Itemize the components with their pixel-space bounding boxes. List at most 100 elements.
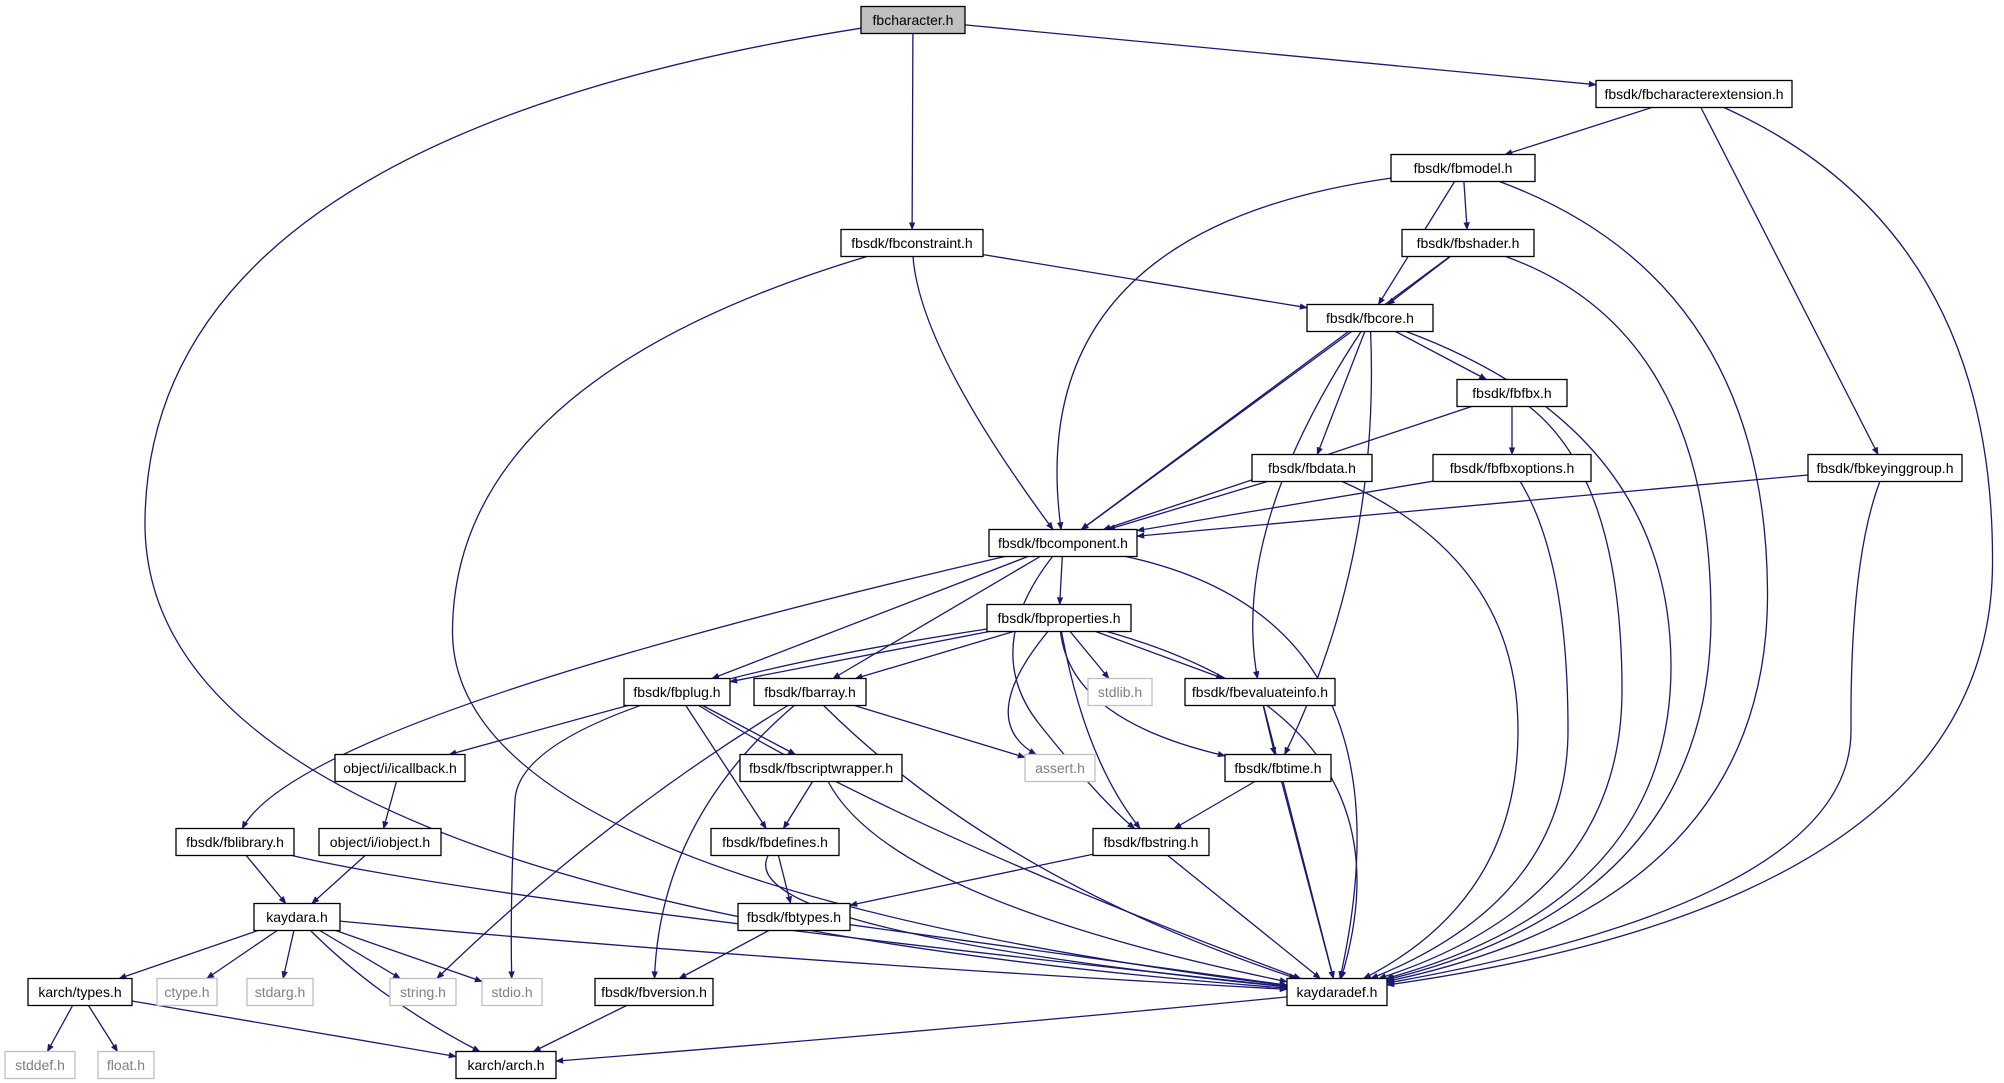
edge-fbarray-to-string — [436, 704, 789, 980]
edge-fbdata-to-kaydaradef — [1341, 480, 1519, 980]
edge-karchtypes-to-stddef — [46, 1005, 74, 1053]
edge-fbscriptwrapper-to-kaydaradef — [827, 781, 1288, 984]
node-fbdata[interactable]: fbsdk/fbdata.h — [1251, 453, 1373, 483]
edge-fblibrary-to-kaydara — [245, 855, 287, 905]
node-box — [1401, 228, 1535, 258]
edge-fbcharacter-to-fbcharext — [964, 24, 1597, 88]
edge-fbcomponent-to-fblibrary — [241, 555, 1005, 830]
edge-fbarray-to-assert — [854, 704, 1026, 759]
node-box — [860, 5, 966, 35]
node-fbmodel[interactable]: fbsdk/fbmodel.h — [1390, 153, 1536, 183]
node-box — [318, 827, 442, 857]
node-label: kaydara.h — [266, 909, 327, 925]
edge-karchtypes-to-float — [87, 1005, 119, 1053]
edge-fbcore-to-fbdata — [1316, 331, 1366, 456]
node-fblibrary[interactable]: fbsdk/fblibrary.h — [175, 827, 295, 857]
node-fbtime[interactable]: fbsdk/fbtime.h — [1224, 753, 1332, 783]
node-fbcore[interactable]: fbsdk/fbcore.h — [1306, 303, 1434, 333]
node-label: stdio.h — [491, 984, 532, 1000]
node-icallback[interactable]: object/i/icallback.h — [334, 753, 466, 783]
edge-fbcharext-to-fbmodel — [1504, 106, 1653, 156]
edge-fbscriptwrapper-to-fbdefines — [782, 781, 814, 830]
edge-fbproperties-to-fbevaluateinfo — [1095, 630, 1225, 680]
node-string: string.h — [389, 977, 457, 1007]
edge-fbcomponent-to-fbproperties — [1056, 556, 1064, 606]
node-label: string.h — [400, 984, 446, 1000]
edge-fbconstraint-to-fbcore — [982, 253, 1308, 310]
edge-fbtypes-to-fbversion — [678, 929, 770, 980]
node-label: fbsdk/fbtypes.h — [747, 909, 841, 925]
edge-fbmodel-to-fbshader — [1463, 181, 1470, 231]
node-kaydaradef[interactable]: kaydaradef.h — [1286, 977, 1388, 1007]
node-box — [1024, 753, 1096, 783]
node-box — [481, 977, 543, 1007]
node-fbcharacter[interactable]: fbcharacter.h — [860, 5, 966, 35]
edge-fbcharext-to-fbkeyinggroup — [1700, 107, 1879, 456]
node-box — [455, 1050, 557, 1080]
node-label: fbsdk/fbcore.h — [1326, 310, 1414, 326]
node-fbevaluateinfo[interactable]: fbsdk/fbevaluateinfo.h — [1184, 677, 1336, 707]
node-fbstring[interactable]: fbsdk/fbstring.h — [1092, 827, 1210, 857]
edge-fbcore-to-fbfbx — [1395, 330, 1488, 381]
node-label: fbsdk/fbdefines.h — [722, 834, 828, 850]
node-fbshader[interactable]: fbsdk/fbshader.h — [1401, 228, 1535, 258]
node-fbarray[interactable]: fbsdk/fbarray.h — [753, 677, 867, 707]
edge-fbconstraint-to-kaydaradef — [451, 255, 1288, 988]
node-fbkeyinggroup[interactable]: fbsdk/fbkeyinggroup.h — [1807, 453, 1963, 483]
node-fbscriptwrapper[interactable]: fbsdk/fbscriptwrapper.h — [739, 753, 903, 783]
edge-fbmodel-to-fbcomponent — [1056, 177, 1392, 531]
edge-fbtime-to-kaydaradef — [1280, 781, 1335, 980]
node-box — [988, 528, 1138, 558]
node-label: karch/types.h — [38, 984, 121, 1000]
node-karchtypes[interactable]: karch/types.h — [27, 977, 133, 1007]
node-label: fbsdk/fbconstraint.h — [851, 235, 972, 251]
node-assert: assert.h — [1024, 753, 1096, 783]
node-label: fbsdk/fbevaluateinfo.h — [1192, 684, 1328, 700]
edge-fbproperties-to-fbstring — [1060, 631, 1141, 830]
node-box — [27, 977, 133, 1007]
node-box — [253, 902, 341, 932]
node-box — [1807, 453, 1963, 483]
edge-fbplug-to-kaydaradef — [698, 704, 1302, 980]
edge-fbtypes-to-kaydaradef — [849, 924, 1288, 988]
edge-kaydara-to-stdio — [335, 929, 483, 983]
edge-fbstring-to-fbtypes — [849, 853, 1094, 907]
node-box — [1432, 453, 1592, 483]
node-box — [710, 827, 840, 857]
node-label: karch/arch.h — [467, 1057, 544, 1073]
node-label: float.h — [107, 1057, 145, 1073]
edge-kaydara-to-karcharch — [310, 930, 481, 1053]
node-fbcharext[interactable]: fbsdk/fbcharacterextension.h — [1595, 79, 1793, 109]
edge-fbversion-to-karcharch — [532, 1004, 627, 1053]
node-label: fbsdk/fbproperties.h — [998, 610, 1121, 626]
edge-fbmodel-to-kaydaradef — [1386, 180, 1769, 984]
node-fbfbxoptions[interactable]: fbsdk/fbfbxoptions.h — [1432, 453, 1592, 483]
node-label: fbsdk/fbshader.h — [1417, 235, 1520, 251]
node-fbversion[interactable]: fbsdk/fbversion.h — [594, 977, 714, 1007]
node-stdio: stdio.h — [481, 977, 543, 1007]
node-box — [753, 677, 867, 707]
edge-fbplug-to-icallback — [448, 704, 628, 756]
node-ctype: ctype.h — [156, 977, 218, 1007]
node-label: object/i/iobject.h — [330, 834, 430, 850]
node-fbconstraint[interactable]: fbsdk/fbconstraint.h — [840, 228, 984, 258]
node-karcharch[interactable]: karch/arch.h — [455, 1050, 557, 1080]
node-box — [1251, 453, 1373, 483]
edge-fbproperties-to-stdio — [508, 628, 988, 980]
node-fbfbx[interactable]: fbsdk/fbfbx.h — [1456, 378, 1568, 408]
node-fbproperties[interactable]: fbsdk/fbproperties.h — [986, 603, 1132, 633]
node-float: float.h — [97, 1050, 155, 1080]
edge-fbcharext-to-kaydaradef — [1386, 106, 1994, 988]
node-box — [1306, 303, 1434, 333]
node-iobject[interactable]: object/i/iobject.h — [318, 827, 442, 857]
node-fbcomponent[interactable]: fbsdk/fbcomponent.h — [988, 528, 1138, 558]
node-fbplug[interactable]: fbsdk/fbplug.h — [623, 677, 731, 707]
node-kaydara[interactable]: kaydara.h — [253, 902, 341, 932]
node-label: fbsdk/fbplug.h — [633, 684, 720, 700]
node-label: fbsdk/fbcomponent.h — [998, 535, 1128, 551]
node-box — [4, 1050, 76, 1080]
node-fbdefines[interactable]: fbsdk/fbdefines.h — [710, 827, 840, 857]
node-fbtypes[interactable]: fbsdk/fbtypes.h — [737, 902, 851, 932]
edge-fbfbxoptions-to-kaydaradef — [1370, 481, 1569, 980]
edge-fbdefines-to-kaydaradef — [765, 855, 1288, 990]
